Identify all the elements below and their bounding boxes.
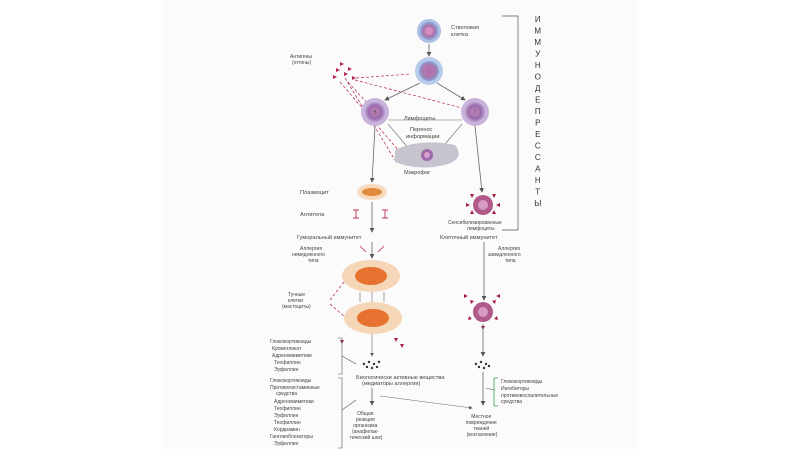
stem-cell	[417, 19, 441, 43]
mediator-particles-left	[362, 360, 381, 370]
progenitor-cell	[415, 57, 443, 85]
b-lymphocyte: В	[361, 98, 389, 126]
left-drug-list: Глюкокортикоиды Кромогликат Адреномимети…	[270, 339, 321, 447]
t-lymphocyte: Т	[461, 98, 489, 126]
svg-text:Т: Т	[473, 110, 476, 116]
allergy-arrows	[359, 245, 385, 253]
mast-cell-upper	[342, 260, 400, 292]
right-drug-pointer	[485, 387, 495, 391]
mast-cell-lower	[344, 302, 402, 334]
right-drug-bracket	[493, 377, 498, 407]
antibodies-label: Антитела	[300, 212, 325, 218]
immunosuppressants-bracket	[502, 15, 519, 231]
mediator-particles-right	[474, 360, 491, 370]
left-drug-brackets	[338, 337, 357, 449]
effector-t-cell	[464, 294, 500, 330]
mast-cell-connectors	[359, 292, 385, 357]
sensitized-lymphocyte	[466, 194, 500, 215]
allergy-delayed-label: Аллергия замедленного типа	[488, 246, 522, 264]
antigens-label: Антигены (отгоны)	[290, 54, 313, 66]
lymphocytes-label: Лимфоциты	[404, 116, 435, 122]
macrophage-label: Макрофаг	[404, 170, 430, 176]
svg-text:В: В	[373, 110, 377, 116]
shock-label: Общая реакция организма (анафилак- тичес…	[350, 411, 383, 441]
antigen-particles	[333, 62, 356, 80]
right-drug-list: Глюкокортикоиды Ингибиторы противовоспал…	[501, 379, 560, 405]
mast-cell-pointers	[329, 281, 345, 317]
cellular-immunity-label: Клеточный иммунитет	[440, 234, 498, 241]
mast-cells-label: Тучные клетки (мастоциты)	[282, 292, 311, 310]
plasmocyte	[357, 184, 387, 200]
antibody-symbols	[353, 209, 388, 219]
sensitized-lymphocyte-label: Сенсибилизированные лимфоциты	[448, 220, 503, 232]
info-transfer-label: Перенос информации	[406, 127, 439, 140]
macrophage	[395, 142, 459, 168]
stem-cell-label: Стволовая клетка	[451, 25, 481, 38]
allergy-immediate-label: Аллергия немедленного типа	[292, 246, 326, 264]
humoral-immunity-label: Гуморальный иммунитет	[297, 234, 362, 241]
local-damage-label: Местное повреждение тканей (воспаление)	[466, 414, 498, 438]
figure-panel	[163, 0, 637, 449]
plasmocyte-label: Плазмоцит	[300, 190, 329, 196]
bioactive-label: Биологически активные вещества (медиатор…	[356, 375, 446, 387]
